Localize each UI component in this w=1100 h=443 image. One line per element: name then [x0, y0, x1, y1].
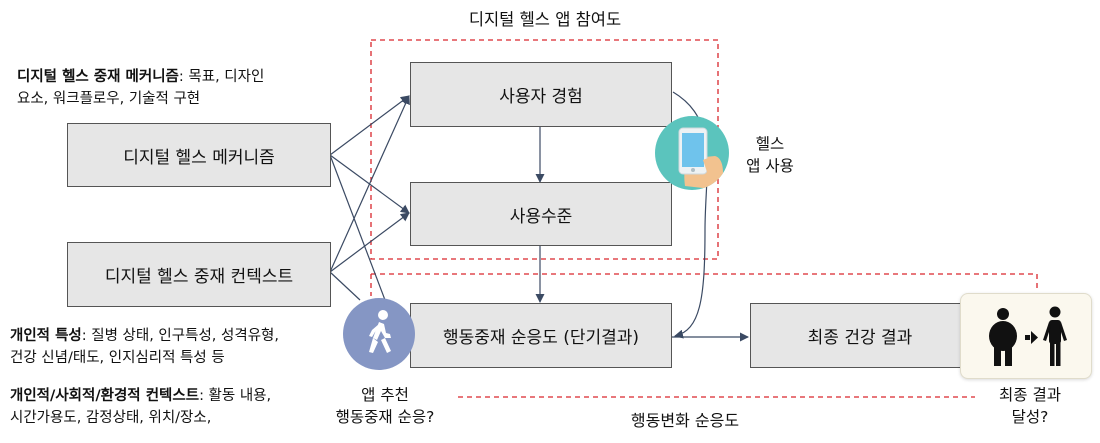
- usage-level-label: 사용수준: [509, 206, 573, 227]
- mechanism-note-rest: : 목표, 디자인: [178, 69, 265, 85]
- context-box: 디지털 헬스 중재 컨텍스트: [67, 242, 331, 307]
- context-note-line2: 시간가용도, 감정상태, 위치/장소,: [10, 410, 212, 426]
- context-note: 개인적/사회적/환경적 컨텍스트: 활동 내용, 시간가용도, 감정상태, 위치…: [10, 385, 271, 429]
- walking-person-icon: [343, 298, 415, 370]
- behavior-change-label: 행동변화 순응도: [630, 411, 740, 430]
- mechanism-note-line2: 요소, 워크플로우, 기술적 구현: [17, 91, 201, 107]
- walk-label-line2: 행동중재 순응?: [335, 408, 435, 426]
- engagement-frame: [370, 39, 719, 260]
- personal-note-line2: 건강 신념/태도, 인지심리적 특성 등: [10, 350, 225, 366]
- context-note-rest: : 활동 내용,: [199, 388, 272, 404]
- walk-label-line1: 앱 추천: [361, 386, 409, 404]
- engagement-title: 디지털 헬스 앱 참여도: [468, 10, 622, 29]
- context-note-heading: 개인적/사회적/환경적 컨텍스트: [10, 388, 200, 404]
- mechanism-note-heading: 디지털 헬스 중재 메커니즘: [17, 69, 179, 85]
- user-experience-label: 사용자 경험: [499, 87, 583, 107]
- app-use-line1: 헬스: [755, 135, 785, 153]
- behavior-frame: [371, 273, 1038, 292]
- mechanism-note: 디지털 헬스 중재 메커니즘: 목표, 디자인 요소, 워크플로우, 기술적 구…: [17, 66, 264, 110]
- usage-level-box: 사용수준: [410, 182, 672, 246]
- personal-note-rest: : 질병 상태, 인구특성, 성격유형,: [81, 328, 279, 344]
- personal-note: 개인적 특성: 질병 상태, 인구특성, 성격유형, 건강 신념/태도, 인지심…: [10, 325, 279, 369]
- final-health-box: 최종 건강 결과: [750, 303, 970, 368]
- final-label-line2: 달성?: [1011, 408, 1049, 426]
- mechanism-box: 디지털 헬스 메커니즘: [67, 123, 331, 187]
- adherence-label: 행동중재 순응도 (단기결과): [442, 328, 640, 348]
- personal-note-heading: 개인적 특성: [10, 328, 82, 344]
- final-label: 최종 결과 달성?: [985, 384, 1075, 428]
- app-use-label: 헬스 앱 사용: [735, 133, 805, 177]
- final-label-line1: 최종 결과: [999, 386, 1061, 404]
- smartphone-in-hand-icon: [655, 116, 729, 190]
- user-experience-box: 사용자 경험: [410, 62, 672, 127]
- weight-loss-icon: [960, 293, 1092, 379]
- adherence-box: 행동중재 순응도 (단기결과): [410, 303, 672, 368]
- walk-label: 앱 추천 행동중재 순응?: [320, 384, 450, 428]
- mechanism-box-label: 디지털 헬스 메커니즘: [123, 147, 275, 168]
- final-health-label: 최종 건강 결과: [807, 328, 913, 348]
- context-box-label: 디지털 헬스 중재 컨텍스트: [104, 267, 294, 287]
- app-use-line2: 앱 사용: [746, 157, 794, 175]
